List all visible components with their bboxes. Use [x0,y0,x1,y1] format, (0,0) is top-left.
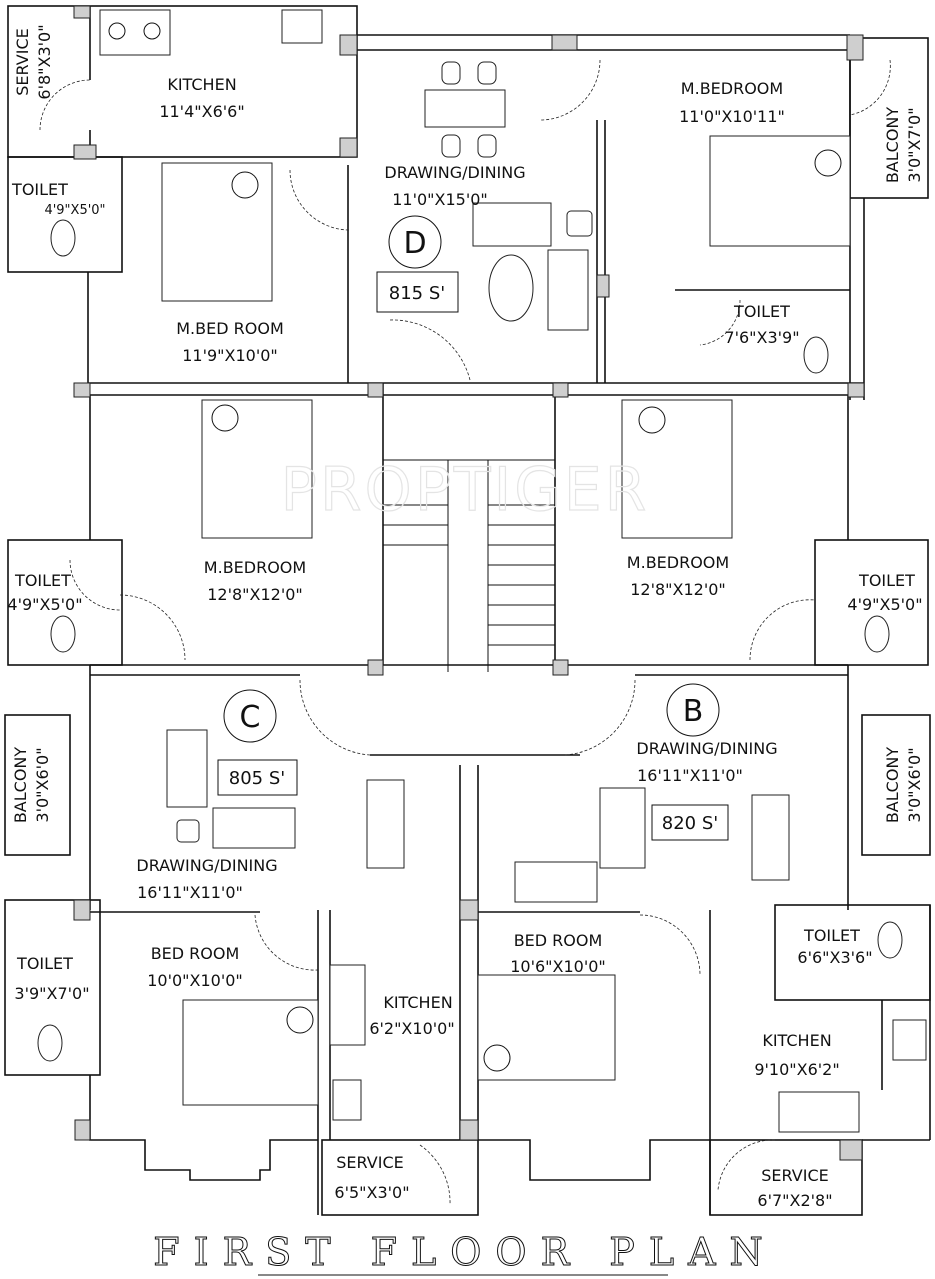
sofa-icon [472,202,552,247]
bed-icon [161,162,273,302]
room-name: TOILET [11,180,68,199]
unit-area: 820 S' [662,813,718,834]
room-dimension: 12'8"X12'0" [630,580,726,599]
room-name: DRAWING/DINING [136,856,277,875]
room-dimension: 6'2"X10'0" [369,1019,454,1038]
unit-label: B [683,694,704,729]
watermark: PROPTIGER [281,455,650,525]
plan-title: FIRST FLOOR PLAN [153,1230,777,1274]
sofa-icon [514,861,598,903]
unit-area: 815 S' [389,283,445,304]
room-name: KITCHEN [167,75,236,94]
unit-area: 805 S' [229,768,285,789]
wc-icon [50,615,76,653]
room-name: TOILET [16,954,73,973]
unit-marker [388,215,442,269]
room-name: M.BEDROOM [627,553,729,572]
furniture [37,9,927,1133]
room-dimension: 11'0"X15'0" [392,190,488,209]
unit-b: M.BEDROOM 12'8"X12'0" TOILET 4'9"X5'0" B… [510,553,924,1210]
wc-icon [864,615,890,653]
bed-icon [709,135,851,247]
room-dimension: 16'11"X11'0" [137,883,243,902]
room-dimension: 3'0"X6'0" [905,747,924,822]
room-name: TOILET [803,926,860,945]
room-dimension: 4'9"X5'0" [7,595,82,614]
stair-treads [383,459,555,646]
room-name: KITCHEN [762,1031,831,1050]
room-name: SERVICE [761,1166,828,1185]
room-name: BALCONY [883,747,902,824]
unit-label: C [240,700,261,735]
sofa-icon [599,787,646,869]
room-name: BED ROOM [514,931,603,950]
room-dimension: 4'9"X5'0" [847,595,922,614]
unit-d: SERVICE 6'8"X3'0" KITCHEN 11'4"X6'6" TOI… [11,24,924,365]
room-name: SERVICE [13,28,32,95]
walls [4,5,931,1216]
sofa-icon [547,249,589,331]
room-name: BALCONY [883,107,902,184]
bed-icon [621,399,733,539]
room-dimension: 10'6"X10'0" [510,957,606,976]
dining-table-icon [751,794,790,881]
room-dimension: 7'6"X3'9" [724,328,799,347]
room-dimension: 3'9"X7'0" [14,984,89,1003]
room-dimension: 11'0"X10'11" [679,107,785,126]
sink-icon [892,1019,927,1061]
room-dimension: 11'4"X6'6" [159,102,244,121]
coffee-table-icon [488,254,534,322]
room-dimension: 10'0"X10'0" [147,971,243,990]
room-name: DRAWING/DINING [636,739,777,758]
unit-c: M.BEDROOM 12'8"X12'0" TOILET 4'9"X5'0" B… [7,558,454,1202]
unit-label: D [403,226,426,261]
room-dimension: 3'0"X7'0" [905,107,924,182]
wc-icon [37,1024,63,1062]
room-name: BED ROOM [151,944,240,963]
sofa-icon [166,729,208,808]
sink-icon [332,1079,362,1121]
room-name: DRAWING/DINING [384,163,525,182]
room-name: TOILET [733,302,790,321]
wc-icon [50,219,76,257]
room-name: TOILET [858,571,915,590]
dining-table-icon [424,89,506,128]
door-swings [39,59,891,1206]
room-dimension: 9'10"X6'2" [754,1060,839,1079]
sofa-icon [212,807,296,849]
stove-icon [778,1091,860,1133]
bed-icon [182,999,319,1106]
dining-table-icon [366,779,405,869]
bed-icon [477,974,616,1081]
room-dimension: 6'7"X2'8" [757,1191,832,1210]
room-name: M.BEDROOM [681,79,783,98]
room-dimension: 11'9"X10'0" [182,346,278,365]
room-name: M.BEDROOM [204,558,306,577]
sink-icon [281,9,323,44]
wc-icon [803,336,829,374]
room-dimension: 6'8"X3'0" [35,24,54,99]
room-dimension: 6'5"X3'0" [334,1183,409,1202]
bed-icon [201,399,313,539]
room-name: TOILET [14,571,71,590]
room-name: KITCHEN [383,993,452,1012]
room-dimension: 16'11"X11'0" [637,766,743,785]
stove-icon [329,964,366,1046]
room-name: BALCONY [11,747,30,824]
wc-icon [877,921,903,959]
stove-icon [99,9,171,56]
room-dimension: 12'8"X12'0" [207,585,303,604]
room-name: SERVICE [336,1153,403,1172]
room-dimension: 4'9"X5'0" [44,203,105,218]
room-name: M.BED ROOM [176,319,284,338]
room-dimension: 6'6"X3'6" [797,948,872,967]
room-dimension: 3'0"X6'0" [33,747,52,822]
